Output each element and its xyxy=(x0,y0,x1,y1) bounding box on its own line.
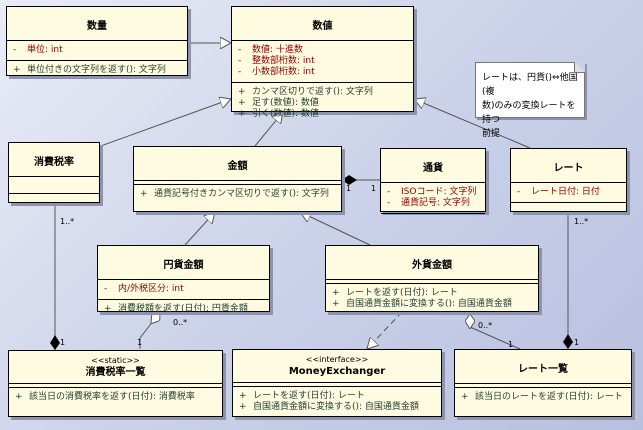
operation: +該当日のレートを返す(日付): レート xyxy=(461,392,623,402)
generalization-enka-kingaku xyxy=(184,212,215,246)
operation: +引く(数値): 数値 xyxy=(238,109,319,119)
class-kingaku[interactable]: 金額 +通貨記号付きカンマ区切りで返す(): 文字列 xyxy=(133,146,342,212)
class-name: 数量 xyxy=(7,7,187,41)
operation: +通貨記号付きカンマ区切りで返す(): 文字列 xyxy=(140,189,329,199)
note-line: レートは、円貨()⇔他国(複 xyxy=(482,73,578,97)
note: レートは、円貨()⇔他国(複 数)のみの変換レートを持つ 前提 xyxy=(475,62,585,139)
attribute: -内/外税区分: int xyxy=(104,284,184,294)
class-moneyexchanger[interactable]: <<interface>> MoneyExchanger +レートを返す(日付)… xyxy=(232,349,442,417)
class-tsuuka[interactable]: 通貨 -ISOコード: 文字列 -通貨記号: 文字列 xyxy=(380,148,486,214)
multiplicity-label: 1 xyxy=(508,340,514,349)
note-line: 数)のみの変換レートを持つ xyxy=(482,101,576,125)
attribute: -レート日付: 日付 xyxy=(517,187,600,197)
class-name: レート xyxy=(511,149,626,183)
operations xyxy=(9,194,99,210)
class-zeiritsuichiran[interactable]: <<static>> 消費税率一覧 +該当日の消費税率を返す(日付): 消費税率 xyxy=(8,350,223,417)
class-name: 消費税率 xyxy=(9,143,99,177)
operations: +レートを返す(日付): レート +自国通貨金額に変換する(): 自国通貨金額 xyxy=(233,387,441,417)
attributes: -内/外税区分: int xyxy=(98,280,269,300)
multiplicity-label: 1 xyxy=(137,338,143,347)
class-shouhizeiritsu[interactable]: 消費税率 xyxy=(8,142,100,203)
generalization-rate-suuchi xyxy=(414,99,531,149)
operation: +レートを返す(日付): レート xyxy=(332,288,458,298)
attribute: -通貨記号: 文字列 xyxy=(387,198,470,208)
operation: +足す(数値): 数値 xyxy=(238,98,319,108)
operations xyxy=(381,214,485,217)
stereotype: <<interface>> xyxy=(305,355,369,364)
multiplicity-label: 1..* xyxy=(574,217,589,226)
generalization-zeiritsu-suuchi xyxy=(94,99,231,149)
operation: +単位付きの文字列を返す(): 文字列 xyxy=(13,65,166,75)
multiplicity-label: 1 xyxy=(346,184,352,193)
class-name: レート一覧 xyxy=(455,350,631,384)
class-rate[interactable]: レート -レート日付: 日付 xyxy=(510,148,627,212)
operations: +単位付きの文字列を返す(): 文字列 xyxy=(7,61,187,80)
note-fold-corner xyxy=(574,62,585,73)
operations: +該当日の消費税率を返す(日付): 消費税率 xyxy=(9,388,222,407)
attribute: -単位: int xyxy=(13,45,63,55)
multiplicity-label: 1 xyxy=(371,184,377,193)
attributes xyxy=(9,384,222,388)
operation: +カンマ区切りで返す(): 文字列 xyxy=(238,87,373,97)
class-name: 円貨金額 xyxy=(98,246,269,280)
multiplicity-label: 1 xyxy=(574,338,580,347)
generalization-gaika-kingaku xyxy=(300,212,371,246)
attribute: -小数部桁数: int xyxy=(238,67,315,77)
attribute: -数値: 十進数 xyxy=(238,45,303,55)
attributes: -ISOコード: 文字列 -通貨記号: 文字列 xyxy=(381,183,485,214)
stereotype: <<static>> xyxy=(91,356,140,365)
operation: +消費税額を返す(日付): 円貨金額 xyxy=(104,304,248,314)
class-name: 外貨金額 xyxy=(326,246,538,280)
generalization-kingaku-suuchi xyxy=(254,112,283,147)
operation: +自国通貨金額に変換する(): 自国通貨金額 xyxy=(332,299,512,309)
multiplicity-label: 1..* xyxy=(60,217,75,226)
attributes xyxy=(455,384,631,388)
multiplicity-label: 1 xyxy=(60,338,66,347)
multiplicity-label: 0..* xyxy=(173,318,188,327)
attributes xyxy=(326,280,538,284)
attribute: -ISOコード: 文字列 xyxy=(387,187,477,197)
operations: +カンマ区切りで返す(): 文字列 +足す(数値): 数値 +引く(数値): 数… xyxy=(232,83,413,124)
note-line: 前提 xyxy=(482,129,501,139)
attribute: -整数部桁数: int xyxy=(238,56,315,66)
class-name: 金額 xyxy=(134,147,341,181)
class-suuryou[interactable]: 数量 -単位: int +単位付きの文字列を返す(): 文字列 xyxy=(6,6,188,76)
class-name: <<interface>> MoneyExchanger xyxy=(233,350,441,383)
attributes: -レート日付: 日付 xyxy=(511,183,626,203)
class-name: 数値 xyxy=(232,7,413,41)
attributes: -数値: 十進数 -整数部桁数: int -小数部桁数: int xyxy=(232,41,413,83)
class-enka[interactable]: 円貨金額 -内/外税区分: int +消費税額を返す(日付): 円貨金額 xyxy=(97,245,270,314)
attributes xyxy=(134,181,341,185)
operation: +該当日の消費税率を返す(日付): 消費税率 xyxy=(15,392,195,402)
multiplicity-label: 0..* xyxy=(478,321,493,330)
aggregation-enka-exchanger xyxy=(139,312,160,349)
class-suuchi[interactable]: 数値 -数値: 十進数 -整数部桁数: int -小数部桁数: int +カンマ… xyxy=(231,6,414,119)
class-rateichiran[interactable]: レート一覧 +該当日のレートを返す(日付): レート xyxy=(454,349,632,417)
operation: +自国通貨金額に変換する(): 自国通貨金額 xyxy=(239,402,419,412)
operation: +レートを返す(日付): レート xyxy=(239,391,365,401)
class-gaika[interactable]: 外貨金額 +レートを返す(日付): レート +自国通貨金額に変換する(): 自国… xyxy=(325,245,539,312)
operations: +通貨記号付きカンマ区切りで返す(): 文字列 xyxy=(134,185,341,204)
attributes: -単位: int xyxy=(7,41,187,61)
class-name: <<static>> 消費税率一覧 xyxy=(9,351,222,384)
operations: +レートを返す(日付): レート +自国通貨金額に変換する(): 自国通貨金額 xyxy=(326,284,538,314)
realization-gaika-exchanger xyxy=(367,311,403,349)
attributes xyxy=(233,383,441,387)
aggregation-gaika-rateichiran xyxy=(470,314,521,350)
operations xyxy=(511,203,626,219)
attributes xyxy=(9,177,99,194)
class-name: 通貨 xyxy=(381,149,485,183)
operations: +消費税額を返す(日付): 円貨金額 xyxy=(98,300,269,319)
operations: +該当日のレートを返す(日付): レート xyxy=(455,388,631,407)
